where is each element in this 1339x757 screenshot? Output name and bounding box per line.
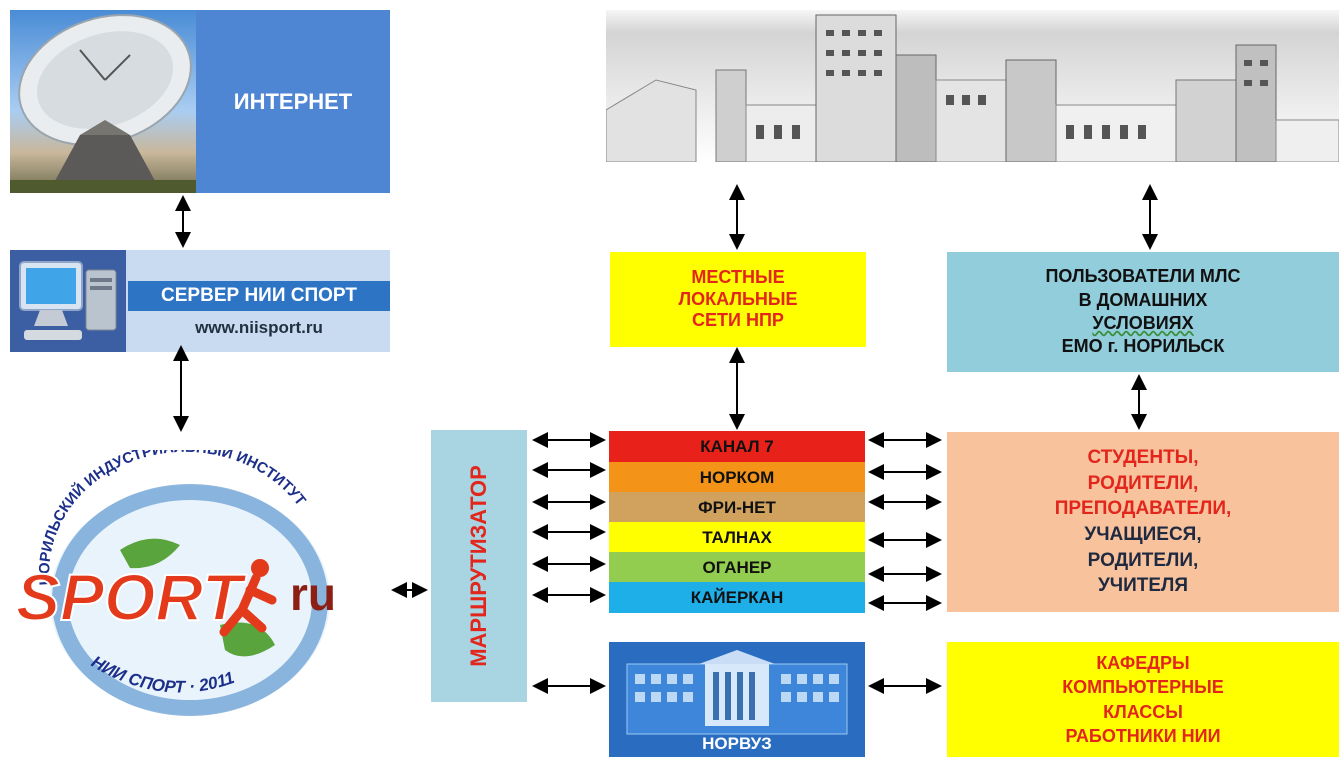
logo-word: SPORT bbox=[16, 560, 247, 634]
channel-fri-net: ФРИ-НЕТ bbox=[609, 492, 865, 523]
users-group-line: РОДИТЕЛИ, bbox=[1087, 549, 1199, 571]
users-group-line: СТУДЕНТЫ, bbox=[1087, 447, 1199, 469]
channel-label: КАНАЛ 7 bbox=[700, 436, 774, 456]
city-buildings-image bbox=[606, 10, 1339, 162]
users-group-line: РОДИТЕЛИ, bbox=[1087, 472, 1199, 494]
mls-users-line: В ДОМАШНИХ bbox=[1078, 289, 1208, 310]
departments-line: КЛАССЫ bbox=[1103, 701, 1183, 722]
server-url: www.niisport.ru bbox=[195, 318, 323, 337]
sport-ru-logo: НОРИЛЬСКИЙ ИНДУСТРИАЛЬНЫЙ ИНСТИТУТ SPORT… bbox=[10, 439, 390, 730]
channel-label: ФРИ-НЕТ bbox=[698, 497, 776, 517]
channel-label: КАЙЕРКАН bbox=[690, 587, 784, 607]
mls-users-line: ЕМО г. НОРИЛЬСК bbox=[1061, 336, 1225, 357]
local-networks-box: МЕСТНЫЕ ЛОКАЛЬНЫЕ СЕТИ НПР bbox=[610, 252, 866, 347]
channel-label: ТАЛНАХ bbox=[702, 527, 772, 547]
users-group-line: ПРЕПОДАВАТЕЛИ, bbox=[1054, 498, 1232, 520]
mls-users-line: УСЛОВИЯХ bbox=[1092, 313, 1194, 333]
server-title: СЕРВЕР НИИ СПОРТ bbox=[128, 281, 390, 311]
channel-oganer: ОГАНЕР bbox=[609, 552, 865, 583]
local-networks-line: МЕСТНЫЕ bbox=[691, 267, 785, 288]
channel-label: НОРКОМ bbox=[699, 467, 775, 487]
channel-talnakh: ТАЛНАХ bbox=[609, 522, 865, 553]
channel-norkom: НОРКОМ bbox=[609, 462, 865, 493]
satellite-dish-image bbox=[10, 10, 196, 193]
internet-label: ИНТЕРНЕТ bbox=[196, 10, 390, 193]
norvuz-label: НОРВУЗ bbox=[702, 734, 772, 753]
channel-label: ОГАНЕР bbox=[702, 557, 772, 577]
channel-kanal7: КАНАЛ 7 bbox=[609, 431, 865, 462]
logo-suffix: ru bbox=[290, 568, 336, 620]
local-networks-line: СЕТИ НПР bbox=[692, 310, 784, 331]
departments-line: РАБОТНИКИ НИИ bbox=[1065, 725, 1221, 746]
users-groups-box: СТУДЕНТЫ, РОДИТЕЛИ, ПРЕПОДАВАТЕЛИ, УЧАЩИ… bbox=[947, 432, 1339, 612]
computer-icon bbox=[10, 250, 126, 352]
mls-users-box: ПОЛЬЗОВАТЕЛИ МЛС В ДОМАШНИХ УСЛОВИЯХ ЕМО… bbox=[947, 252, 1339, 372]
channel-kaierkan: КАЙЕРКАН bbox=[609, 582, 865, 613]
mls-users-line: ПОЛЬЗОВАТЕЛИ МЛС bbox=[1045, 266, 1241, 287]
departments-box: КАФЕДРЫ КОМПЬЮТЕРНЫЕ КЛАССЫ РАБОТНИКИ НИ… bbox=[947, 642, 1339, 757]
router-box: МАРШРУТИЗАТОР bbox=[431, 430, 527, 702]
departments-line: КАФЕДРЫ bbox=[1096, 652, 1190, 673]
norvuz-building-image: НОРВУЗ bbox=[609, 642, 865, 757]
users-group-line: УЧИТЕЛЯ bbox=[1097, 575, 1189, 597]
users-group-line: УЧАЩИЕСЯ, bbox=[1084, 524, 1202, 545]
departments-line: КОМПЬЮТЕРНЫЕ bbox=[1062, 677, 1224, 698]
local-networks-line: ЛОКАЛЬНЫЕ bbox=[678, 288, 798, 309]
